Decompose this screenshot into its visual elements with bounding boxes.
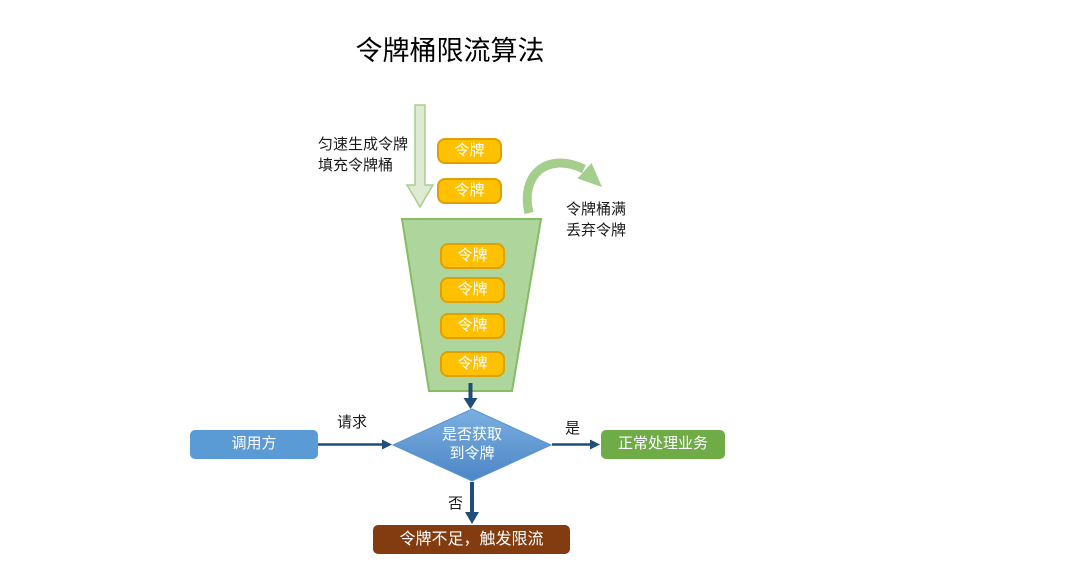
token-box-stored-2: 令牌: [440, 277, 505, 303]
rate-limit-node: 令牌不足，触发限流: [373, 525, 570, 554]
decision-label: 是否获取 到令牌: [412, 426, 532, 464]
request-connector: [318, 439, 392, 450]
token-box-stored-3: 令牌: [440, 313, 505, 339]
decision-label-line1: 是否获取: [441, 427, 502, 443]
token-box-incoming-2: 令牌: [437, 178, 502, 204]
yes-label: 是: [565, 421, 581, 437]
decision-diamond: [391, 408, 553, 482]
fill-note-line2: 填充令牌桶: [318, 158, 394, 174]
fill-note: 匀速生成令牌 填充令牌桶: [318, 135, 408, 177]
overflow-note: 令牌桶满 丢弃令牌: [566, 200, 626, 242]
decision-label-line2: 到令牌: [449, 446, 495, 462]
request-label: 请求: [337, 415, 368, 431]
token-box-stored-4: 令牌: [440, 351, 505, 377]
yes-connector: [552, 439, 600, 450]
success-node: 正常处理业务: [601, 430, 725, 459]
overflow-arrow-icon: [522, 158, 602, 215]
no-label: 否: [448, 496, 464, 512]
bucket-shape: [400, 218, 543, 392]
caller-node: 调用方: [190, 430, 318, 459]
token-generation-arrow-icon: [405, 104, 435, 209]
overflow-note-line1: 令牌桶满: [566, 202, 627, 218]
diagram-title: 令牌桶限流算法: [355, 36, 545, 66]
bucket-to-decision-connector: [463, 383, 478, 409]
token-box-stored-1: 令牌: [440, 243, 505, 269]
fill-note-line1: 匀速生成令牌: [318, 137, 409, 153]
token-box-incoming-1: 令牌: [437, 138, 502, 164]
no-connector: [465, 482, 479, 524]
overflow-note-line2: 丢弃令牌: [566, 223, 627, 239]
